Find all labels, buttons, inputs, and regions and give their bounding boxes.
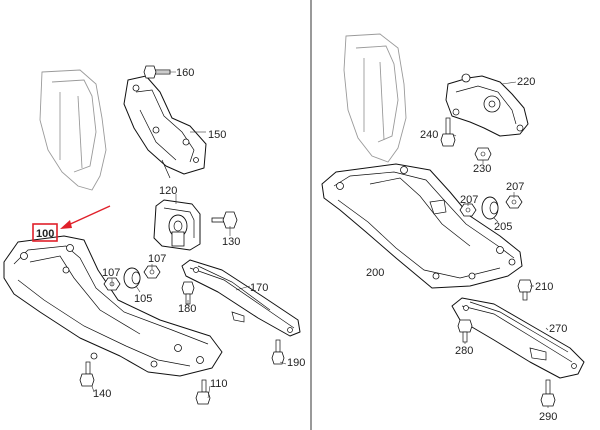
bolt-290-shape [540,379,556,407]
highlight-100 [32,205,111,242]
label-207-right: 207 [506,181,524,193]
bolt-180-shape [181,281,195,305]
label-205: 205 [494,221,512,233]
label-200: 200 [366,267,384,279]
leader-lines-right [451,81,549,408]
label-280: 280 [455,345,473,357]
bolt-190-shape [271,339,285,365]
bolt-130-shape [211,211,238,229]
label-120: 120 [159,185,177,197]
label-107-left: 107 [102,267,120,279]
label-207-left: 207 [460,194,478,206]
mount-bracket-150 [123,75,207,179]
nut-107-right-shape [143,265,161,279]
nut-207-right-shape [505,195,523,209]
label-180: 180 [178,303,196,315]
bolt-210-shape [517,279,533,301]
bolt-280-shape [457,319,473,343]
label-210: 210 [535,281,553,293]
label-140: 140 [93,388,111,400]
rubber-bushing-205-shape [481,196,499,220]
highlight-arrow-head [60,220,72,229]
bolt-240-shape [440,117,456,147]
label-130: 130 [222,236,240,248]
mount-bracket-220-shape [445,73,529,137]
transmission-housing-outline-right [343,33,407,163]
highlight-box [32,223,58,242]
label-160: 160 [176,67,194,79]
nut-207-left-shape [459,203,477,217]
label-170: 170 [250,282,268,294]
crossmember-200-shape [321,163,523,289]
label-107-right: 107 [148,253,166,265]
label-270: 270 [549,323,567,335]
heat-shield-170-shape [181,259,301,337]
label-220: 220 [517,76,535,88]
label-105: 105 [134,293,152,305]
heat-shield-270-shape [451,297,585,379]
left-panel: 160 150 120 130 100 107 107 105 170 180 … [3,65,305,405]
transmission-mount-120-shape [153,199,201,251]
label-190: 190 [287,357,305,369]
label-110: 110 [210,378,228,390]
label-230: 230 [473,163,491,175]
label-150: 150 [208,129,226,141]
crossmember-100-shape [3,235,223,377]
rubber-bushing-105-shape [123,267,141,289]
right-panel: 220 240 230 207 207 205 200 210 270 280 … [321,33,585,423]
bolt-140-shape [79,361,95,387]
label-290: 290 [539,411,557,423]
label-100: 100 [36,228,54,240]
nut-230-shape [474,147,492,161]
label-240: 240 [420,129,438,141]
bolt-110-shape [195,379,211,405]
leader-lines-left [91,71,287,399]
transmission-housing-outline [39,69,107,191]
highlight-arrow [65,205,111,227]
